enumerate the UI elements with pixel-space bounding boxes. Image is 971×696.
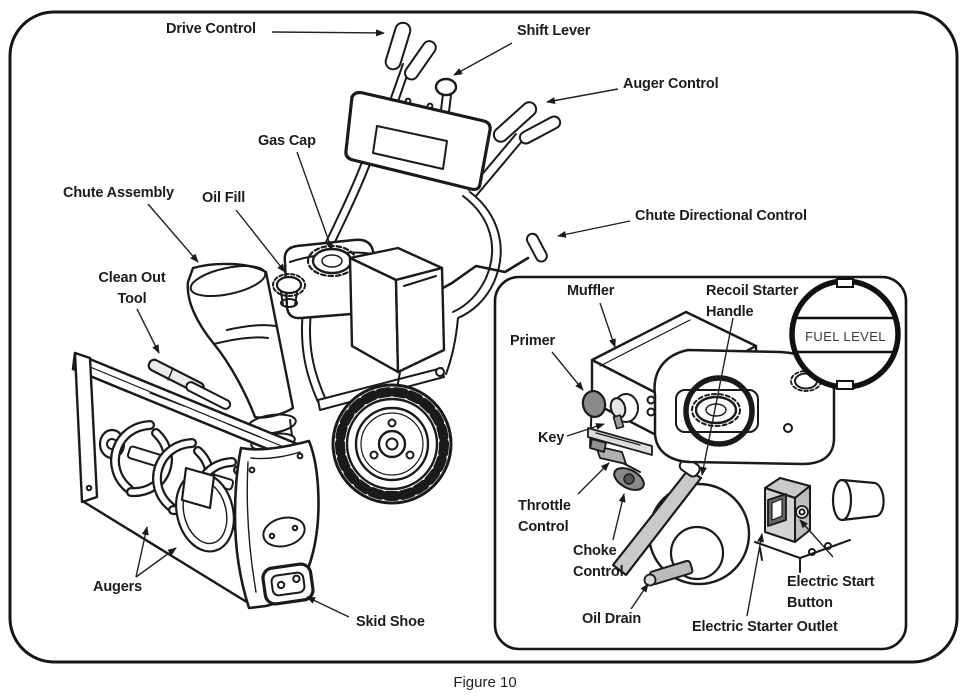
leader-arrows xyxy=(135,29,834,618)
page-border xyxy=(8,10,959,664)
label-drive-control: Drive Control xyxy=(166,21,256,37)
label-choke-control: Choke Control xyxy=(573,541,624,583)
label-fuel-level: FUEL LEVEL xyxy=(805,329,886,344)
label-electric-start-button-line2: Button xyxy=(787,595,833,611)
label-augers: Augers xyxy=(93,579,143,595)
label-gas-cap: Gas Cap xyxy=(258,133,316,149)
label-shift-lever: Shift Lever xyxy=(517,23,591,39)
label-key: Key xyxy=(538,430,565,446)
label-recoil-starter-handle: Recoil Starter Handle xyxy=(706,281,798,323)
label-choke-control-line2: Control xyxy=(573,564,624,580)
snow-blower-illustration xyxy=(71,21,562,610)
label-throttle-control-line2: Control xyxy=(518,519,569,535)
label-clean-out-tool-line2: Tool xyxy=(117,291,147,307)
label-throttle-control: Throttle Control xyxy=(518,496,571,538)
label-throttle-control-line1: Throttle xyxy=(518,498,571,514)
label-chute-directional-control: Chute Directional Control xyxy=(635,208,807,224)
label-clean-out-tool-line1: Clean Out xyxy=(98,270,166,286)
label-electric-start-button-line1: Electric Start xyxy=(787,574,875,590)
label-oil-fill: Oil Fill xyxy=(202,190,246,206)
label-recoil-starter-handle-line2: Handle xyxy=(706,304,754,320)
label-recoil-starter-handle-line1: Recoil Starter xyxy=(706,283,799,299)
label-primer: Primer xyxy=(510,333,556,349)
label-muffler: Muffler xyxy=(567,283,615,299)
label-auger-control: Auger Control xyxy=(623,76,719,92)
fuel-level-magnifier xyxy=(789,278,901,390)
label-electric-start-button: Electric Start Button xyxy=(787,572,875,614)
label-clean-out-tool: Clean Out Tool xyxy=(92,268,172,310)
label-skid-shoe: Skid Shoe xyxy=(356,614,425,630)
label-choke-control-line1: Choke xyxy=(573,543,617,559)
engine-illustration xyxy=(581,310,885,587)
label-chute-assembly: Chute Assembly xyxy=(63,185,174,201)
label-electric-starter-outlet: Electric Starter Outlet xyxy=(692,619,838,635)
label-oil-drain: Oil Drain xyxy=(582,611,642,627)
figure-caption: Figure 10 xyxy=(453,674,517,691)
